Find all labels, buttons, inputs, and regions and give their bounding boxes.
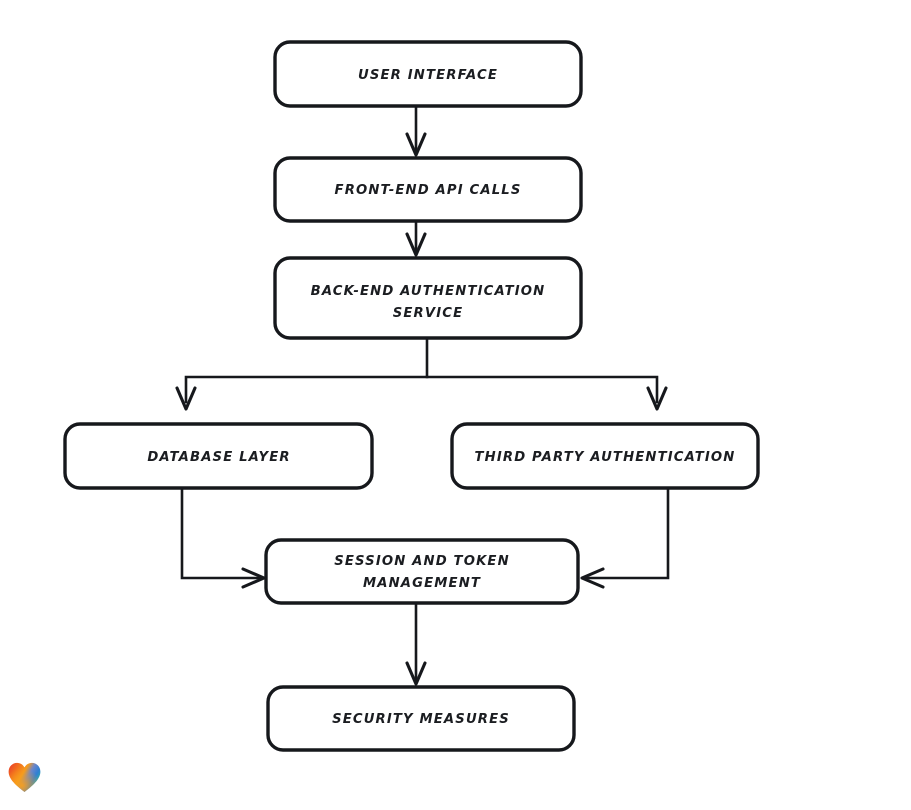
heart-logo bbox=[8, 762, 41, 792]
edge-api-to-backend bbox=[405, 219, 427, 257]
node-front-end-api-calls[interactable]: FRONT-END API CALLS bbox=[273, 156, 583, 223]
node-back-end-auth-service-label-line1: BACK-END AUTHENTICATION bbox=[311, 284, 546, 299]
node-user-interface-label: USER INTERFACE bbox=[358, 68, 498, 83]
node-back-end-auth-service[interactable]: BACK-END AUTHENTICATION SERVICE bbox=[273, 256, 583, 340]
node-front-end-api-calls-shape[interactable] bbox=[273, 156, 583, 223]
node-security-measures-label: SECURITY MEASURES bbox=[332, 712, 510, 727]
node-database-layer[interactable]: DATABASE LAYER bbox=[63, 422, 374, 490]
edge-db-to-session bbox=[180, 486, 266, 589]
node-session-token-mgmt[interactable]: SESSION AND TOKEN MANAGEMENT bbox=[264, 538, 580, 605]
node-back-end-auth-service-label-line2: SERVICE bbox=[393, 306, 464, 321]
node-user-interface[interactable]: USER INTERFACE bbox=[273, 40, 583, 108]
node-security-measures[interactable]: SECURITY MEASURES bbox=[266, 685, 576, 752]
node-back-end-auth-service-shape[interactable] bbox=[273, 256, 583, 340]
edge-backend-to-third bbox=[425, 375, 668, 411]
edge-third-to-session bbox=[580, 486, 670, 589]
heart-logo-glow bbox=[8, 762, 41, 792]
node-session-token-mgmt-label-line1: SESSION AND TOKEN bbox=[334, 554, 510, 569]
node-session-token-mgmt-shape[interactable] bbox=[264, 538, 580, 605]
node-third-party-auth-shape[interactable] bbox=[450, 422, 760, 490]
node-user-interface-shape[interactable] bbox=[273, 40, 583, 108]
edge-backend-to-db bbox=[175, 336, 429, 411]
node-session-token-mgmt-label-line2: MANAGEMENT bbox=[363, 576, 481, 591]
node-database-layer-shape[interactable] bbox=[63, 422, 374, 490]
node-front-end-api-calls-label: FRONT-END API CALLS bbox=[335, 183, 522, 198]
node-third-party-auth-label: THIRD PARTY AUTHENTICATION bbox=[475, 450, 736, 465]
edge-session-to-security bbox=[405, 601, 427, 686]
node-security-measures-shape[interactable] bbox=[266, 685, 576, 752]
edge-ui-to-api bbox=[405, 104, 427, 157]
node-database-layer-label: DATABASE LAYER bbox=[147, 450, 290, 465]
node-third-party-auth[interactable]: THIRD PARTY AUTHENTICATION bbox=[450, 422, 760, 490]
